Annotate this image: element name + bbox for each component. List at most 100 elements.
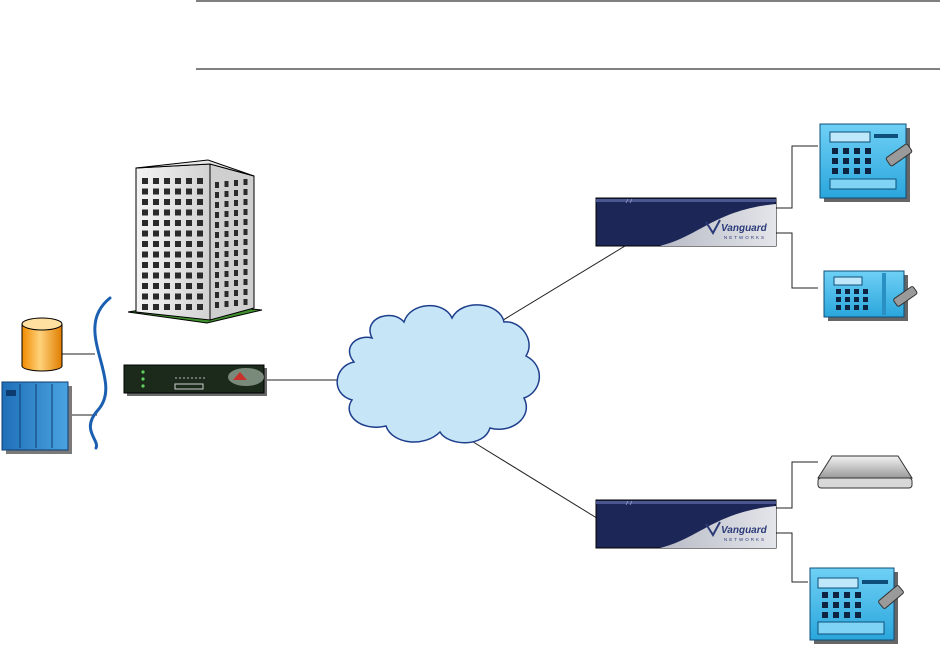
- building-window: [153, 231, 159, 237]
- keypad-key: [854, 158, 860, 164]
- building-window: [244, 199, 248, 205]
- building-window: [225, 301, 229, 307]
- keypad-key: [863, 289, 868, 294]
- building-window: [186, 220, 192, 226]
- building-window: [142, 199, 148, 205]
- vanguard-router-bottom: Vanguard NETWORKS: [596, 500, 776, 548]
- building-window: [244, 279, 248, 285]
- building-window: [164, 252, 170, 258]
- keypad-key: [865, 168, 871, 174]
- building-window: [197, 283, 203, 289]
- building-window: [164, 304, 170, 310]
- host-router-icon: [124, 365, 267, 396]
- building-window: [164, 294, 170, 300]
- building-window: [244, 269, 248, 275]
- link-cloud-to-router-bottom: [470, 440, 600, 520]
- building-window: [197, 199, 203, 205]
- building-window: [175, 220, 181, 226]
- building-window: [225, 211, 229, 217]
- building-window: [142, 178, 148, 184]
- building-window: [164, 210, 170, 216]
- office-building-icon: [128, 160, 262, 323]
- building-window: [234, 230, 238, 236]
- building-window: [153, 273, 159, 279]
- keypad-key: [843, 148, 849, 154]
- building-window: [175, 252, 181, 258]
- keypad-key: [844, 592, 850, 598]
- building-window: [164, 189, 170, 195]
- lan-bus-cable: [90, 298, 110, 448]
- building-window: [225, 191, 229, 197]
- keypad-key: [844, 612, 850, 618]
- building-window: [215, 202, 219, 208]
- building-window: [186, 178, 192, 184]
- link-router-bottom-to-terminal-3: [775, 533, 808, 582]
- building-window: [175, 283, 181, 289]
- building-window: [175, 262, 181, 268]
- building-window: [197, 262, 203, 268]
- building-window: [215, 282, 219, 288]
- building-window: [186, 294, 192, 300]
- building-window: [153, 294, 159, 300]
- keypad-key: [833, 592, 839, 598]
- building-window: [186, 262, 192, 268]
- building-window: [164, 241, 170, 247]
- keypad-key: [863, 297, 868, 302]
- building-window: [153, 283, 159, 289]
- building-window: [234, 220, 238, 226]
- keypad-key: [822, 612, 828, 618]
- building-window: [234, 240, 238, 246]
- building-window: [215, 182, 219, 188]
- building-window: [153, 241, 159, 247]
- link-cloud-to-router-top: [495, 246, 625, 325]
- building-window: [225, 201, 229, 207]
- router-top-brand: Vanguard: [721, 223, 768, 234]
- keypad-key: [845, 289, 850, 294]
- building-window: [175, 189, 181, 195]
- building-window: [142, 210, 148, 216]
- keypad-key: [854, 289, 859, 294]
- building-window: [153, 199, 159, 205]
- keypad-key: [854, 305, 859, 310]
- building-window: [234, 290, 238, 296]
- building-window: [197, 231, 203, 237]
- router-bottom-brand: Vanguard: [721, 525, 768, 536]
- building-window: [142, 283, 148, 289]
- building-window: [142, 262, 148, 268]
- building-window: [197, 210, 203, 216]
- building-window: [244, 289, 248, 295]
- link-router-bottom-to-modem: [775, 462, 818, 508]
- building-window: [244, 259, 248, 265]
- building-window: [142, 189, 148, 195]
- keypad-key: [865, 158, 871, 164]
- building-window: [142, 294, 148, 300]
- router-bottom-brand-sub: NETWORKS: [724, 537, 766, 542]
- keypad-key: [855, 592, 861, 598]
- building-window: [234, 300, 238, 306]
- building-window: [234, 180, 238, 186]
- keypad-key: [843, 168, 849, 174]
- keypad-key: [832, 168, 838, 174]
- building-window: [142, 273, 148, 279]
- link-router-top-to-terminal-1: [775, 146, 818, 208]
- building-window: [234, 210, 238, 216]
- building-window: [215, 272, 219, 278]
- building-window: [215, 232, 219, 238]
- keypad-key: [845, 297, 850, 302]
- keypad-key: [843, 158, 849, 164]
- building-window: [225, 251, 229, 257]
- keypad-key: [854, 297, 859, 302]
- building-window: [175, 199, 181, 205]
- building-window: [215, 222, 219, 228]
- building-window: [164, 231, 170, 237]
- building-window: [153, 262, 159, 268]
- building-window: [225, 231, 229, 237]
- building-window: [215, 292, 219, 298]
- building-window: [244, 229, 248, 235]
- building-window: [215, 192, 219, 198]
- building-window: [175, 294, 181, 300]
- building-window: [153, 252, 159, 258]
- building-window: [197, 220, 203, 226]
- building-window: [142, 252, 148, 258]
- building-window: [164, 273, 170, 279]
